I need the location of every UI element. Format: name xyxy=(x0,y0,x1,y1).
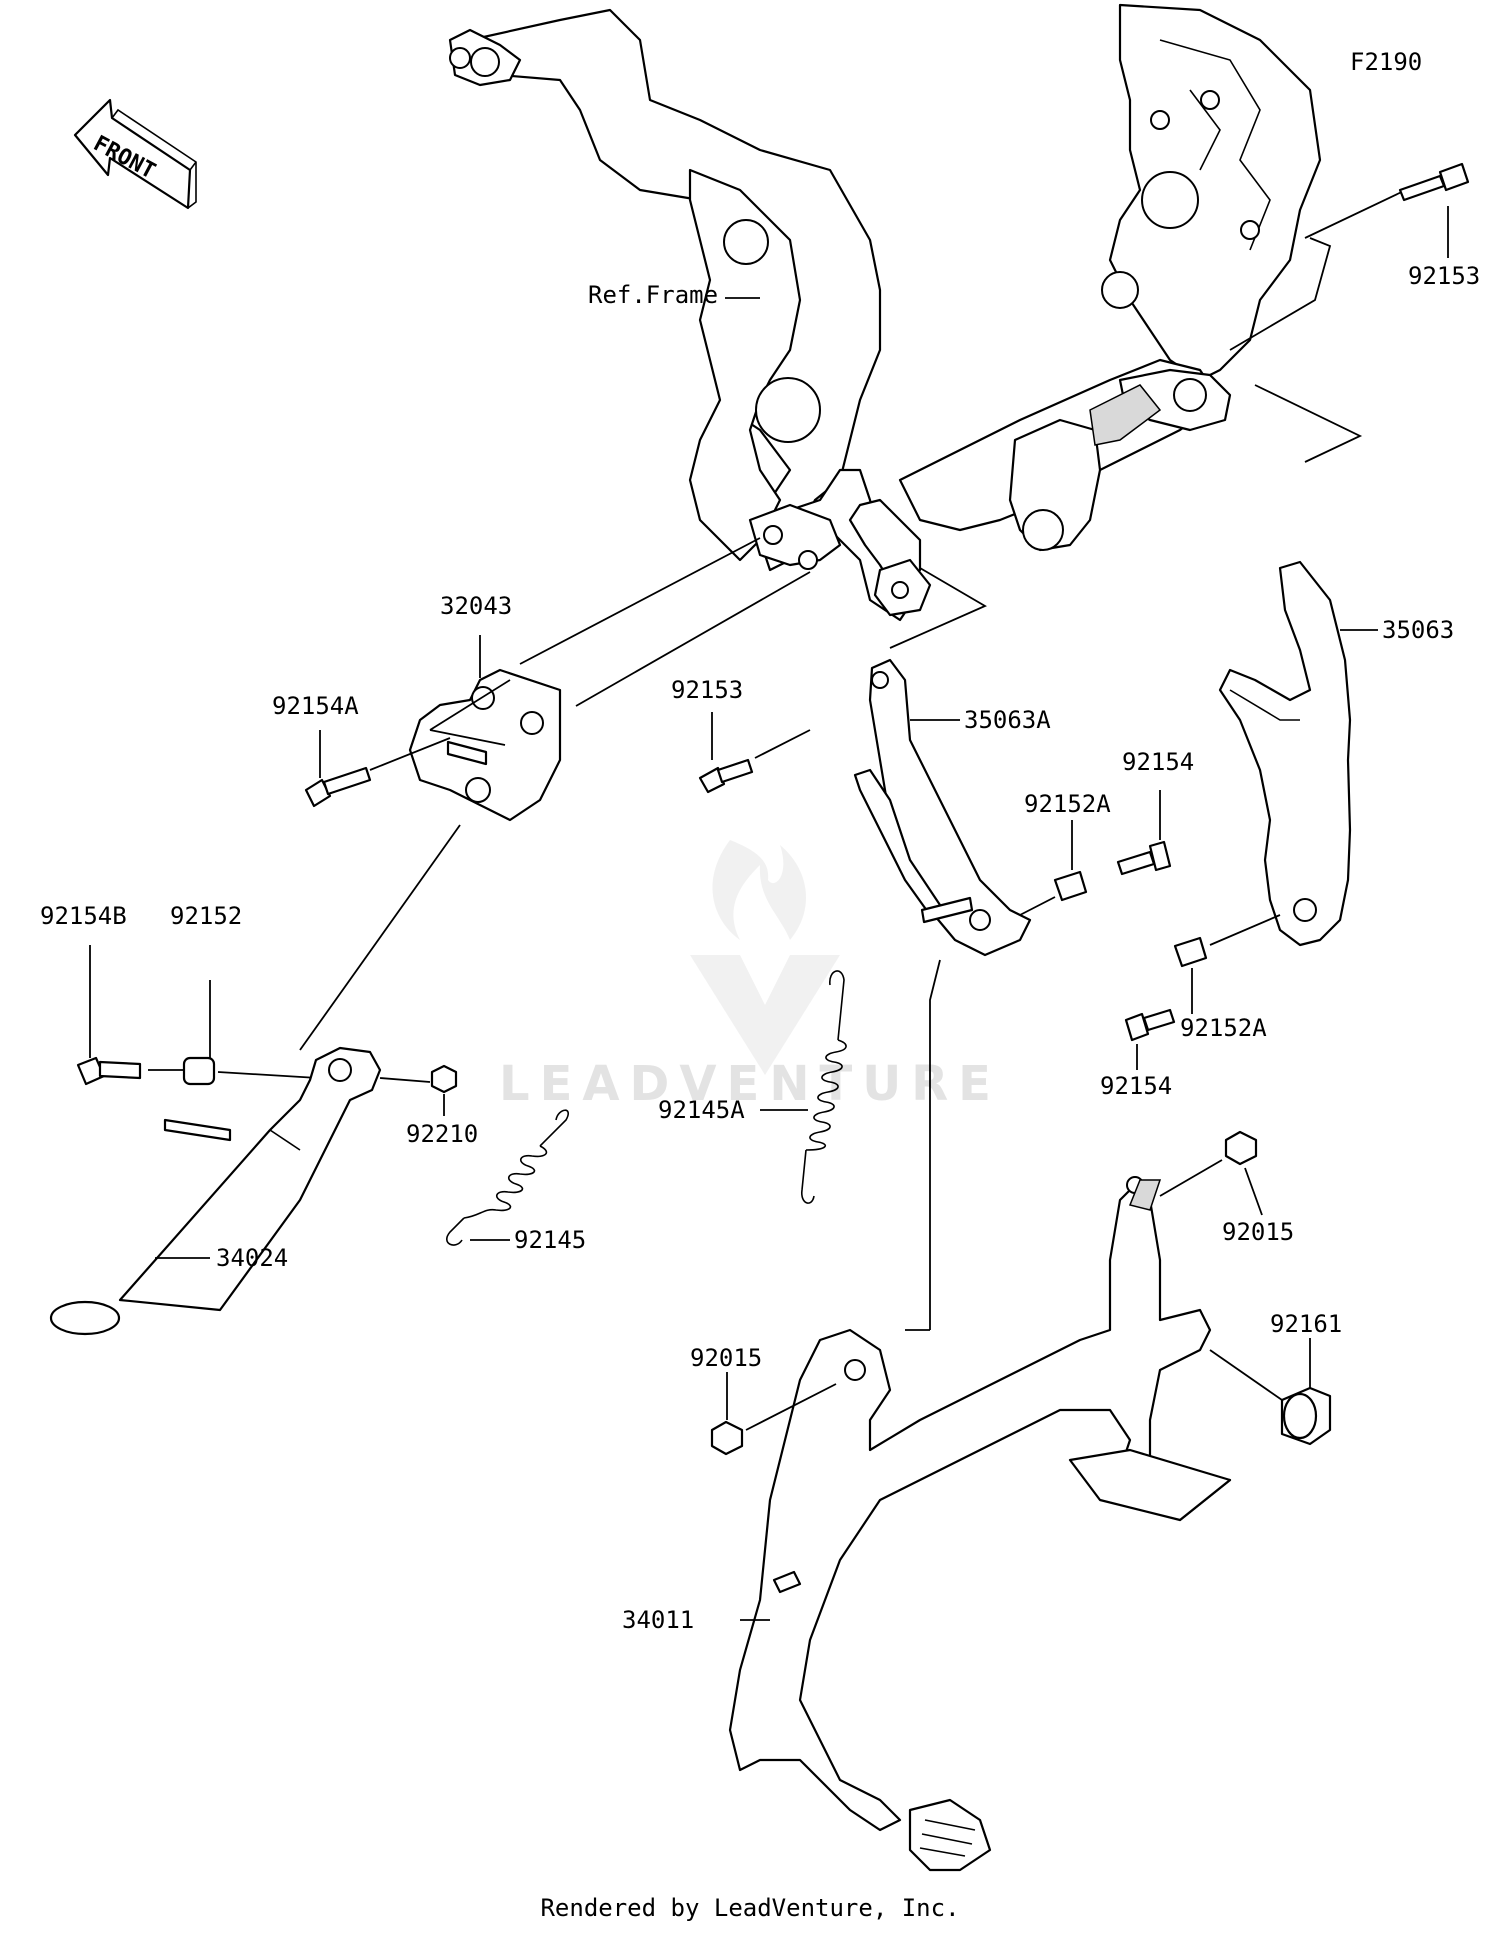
collar-92152A-lower xyxy=(1173,936,1208,968)
bolt-92154A xyxy=(304,766,372,808)
frame-hole xyxy=(1150,110,1170,130)
collar-92152A-upper xyxy=(1053,870,1088,902)
frame-hole xyxy=(723,219,769,265)
frame-hole xyxy=(1240,220,1260,240)
plate-hole xyxy=(871,671,889,689)
bushing-92161 xyxy=(1280,1386,1332,1446)
callout-92152A-lower: 92152A xyxy=(1180,1014,1267,1042)
bolt-92154B xyxy=(76,1056,142,1086)
frame-hole xyxy=(1022,509,1064,551)
callout-35063A: 35063A xyxy=(964,706,1051,734)
callout-92145: 92145 xyxy=(514,1226,586,1254)
bolt-92154-upper xyxy=(1116,840,1172,876)
plate-hole xyxy=(1293,898,1317,922)
plate-35063 xyxy=(1218,560,1352,947)
bolt-92153-mid xyxy=(698,758,754,794)
callout-92153-top: 92153 xyxy=(1408,262,1480,290)
collar-92152 xyxy=(182,1056,216,1086)
callout-34024: 34024 xyxy=(216,1244,288,1272)
nut-92015-lower xyxy=(710,1420,744,1456)
frame-hole xyxy=(1141,171,1199,229)
frame-hole xyxy=(755,377,821,443)
spring-92145 xyxy=(446,1109,569,1246)
callout-92152: 92152 xyxy=(170,902,242,930)
bracket-32043 xyxy=(408,668,562,822)
bracket-hole xyxy=(520,711,544,735)
figure-id: F2190 xyxy=(1350,48,1422,76)
callout-92154-upper: 92154 xyxy=(1122,748,1194,776)
main-stand-34011 xyxy=(728,1176,1232,1872)
stand-hole xyxy=(844,1359,866,1381)
frame-hole xyxy=(470,47,500,77)
spring-92145A xyxy=(801,970,847,1204)
stand-hole xyxy=(328,1058,352,1082)
callout-92015-upper: 92015 xyxy=(1222,1218,1294,1246)
frame-hole xyxy=(1200,90,1220,110)
callout-92154A: 92154A xyxy=(272,692,359,720)
callout-92015-lower: 92015 xyxy=(690,1344,762,1372)
watermark-text: LEADVENTURE xyxy=(499,1056,1001,1112)
callout-35063: 35063 xyxy=(1382,616,1454,644)
bracket-hole xyxy=(465,777,491,803)
callout-92145A: 92145A xyxy=(658,1096,745,1124)
callout-34011: 34011 xyxy=(622,1606,694,1634)
watermark-logo xyxy=(690,840,840,1075)
frame-hole xyxy=(1101,271,1139,309)
frame-hole xyxy=(1173,378,1207,412)
callout-92154B: 92154B xyxy=(40,902,127,930)
frame-hole xyxy=(763,525,783,545)
side-stand-34024 xyxy=(49,1046,382,1336)
frame-hole xyxy=(891,581,909,599)
callout-92153-mid: 92153 xyxy=(671,676,743,704)
front-arrow-icon: FRONT xyxy=(73,98,197,210)
frame xyxy=(448,3,1322,622)
callout-32043: 32043 xyxy=(440,592,512,620)
footer-credit: Rendered by LeadVenture, Inc. xyxy=(540,1894,960,1922)
plate-35063A xyxy=(853,658,1032,957)
ref-frame-label: Ref.Frame xyxy=(588,281,718,309)
plate-hole xyxy=(969,909,991,931)
callout-92161: 92161 xyxy=(1270,1310,1342,1338)
callout-92154-lower: 92154 xyxy=(1100,1072,1172,1100)
frame-hole xyxy=(798,550,818,570)
bolt-92154-lower xyxy=(1124,1008,1176,1042)
bolt-92153-top xyxy=(1398,162,1470,202)
callout-92210: 92210 xyxy=(406,1120,478,1148)
nut-92015-upper xyxy=(1224,1130,1258,1166)
bracket-hole xyxy=(471,686,495,710)
nut-92210 xyxy=(430,1064,458,1094)
callout-92152A-upper: 92152A xyxy=(1024,790,1111,818)
frame-hole xyxy=(449,47,471,69)
